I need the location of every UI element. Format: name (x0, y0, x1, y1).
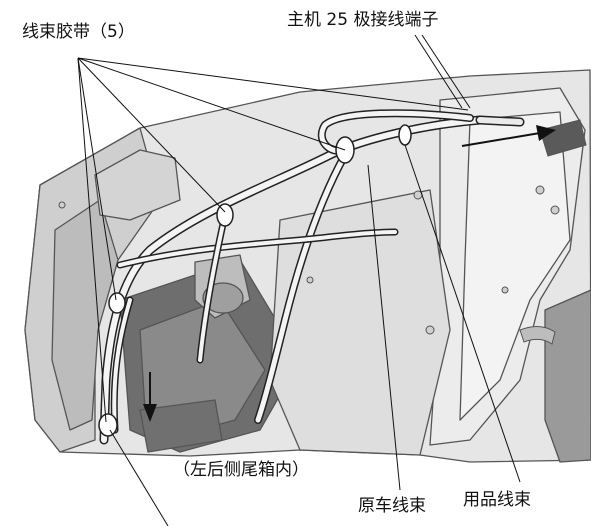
bolt (306, 276, 314, 284)
leader-original (367, 164, 401, 491)
leader-bottom (109, 429, 169, 526)
connector-label: 主机 25 极接线端子 (287, 10, 439, 30)
bolt (58, 201, 66, 209)
harness-upper (319, 110, 473, 154)
bolt (501, 286, 509, 294)
harness-cross (118, 230, 397, 267)
leader-accessory (404, 144, 521, 483)
leader-connector-2 (421, 34, 471, 109)
tape-band (398, 124, 412, 146)
leader-tie-4 (77, 57, 107, 423)
right-clamp (519, 326, 556, 345)
leader-connector-1 (414, 34, 463, 109)
far-right-dark (544, 289, 591, 463)
tape-band (216, 203, 234, 227)
bolt (535, 185, 545, 195)
top-left-vent (94, 149, 181, 221)
leader-tie-3 (77, 57, 117, 301)
cable-ties-label: 线束胶带（5） (22, 22, 135, 42)
connector-tail (477, 117, 523, 125)
arrow-icon (143, 372, 157, 422)
accessory-harness-label: 用品线束 (463, 490, 531, 510)
location-label: （左后侧尾箱内） (173, 460, 309, 480)
leader-tie-1 (77, 57, 346, 151)
tape-band (98, 413, 118, 437)
harness-branch (255, 152, 348, 423)
floor-panel (269, 189, 451, 456)
original-harness-label: 原车线束 (358, 496, 426, 516)
bolt (425, 325, 435, 335)
harness-loop (112, 298, 132, 432)
tape-band (108, 292, 126, 314)
harness-down (198, 213, 227, 362)
arrow-icon (461, 125, 556, 147)
leader-lines (77, 34, 521, 526)
bolt (550, 205, 560, 215)
lower-bracket (139, 399, 223, 453)
body-panels (24, 69, 591, 463)
leader-tie-2 (77, 57, 226, 213)
leader-tie-5 (77, 57, 469, 111)
